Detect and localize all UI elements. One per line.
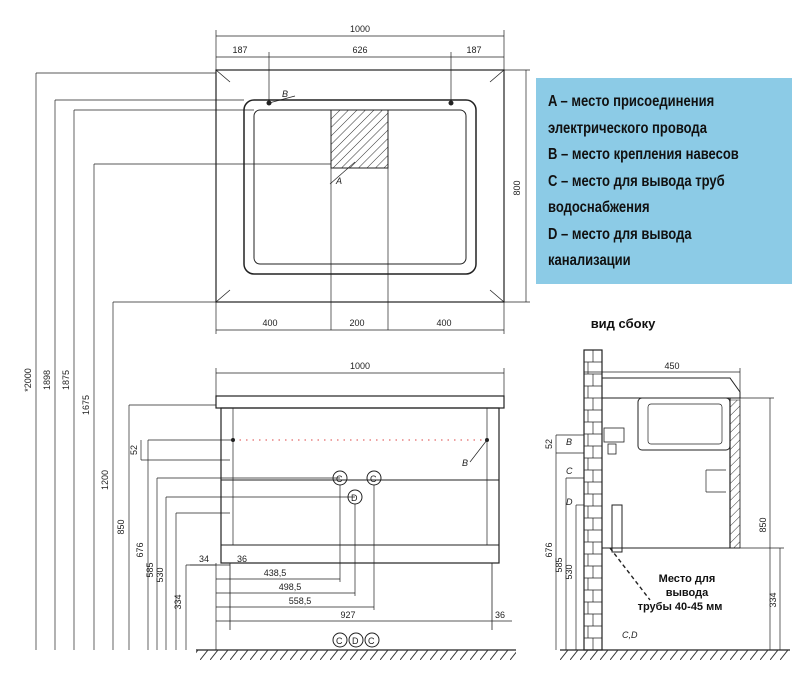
top-seg-mid: 626 <box>352 45 367 55</box>
legend-line-2: электрического провода <box>548 119 707 137</box>
label-c-left: C <box>336 474 343 484</box>
top-view <box>215 30 530 334</box>
zone-a-hatch <box>330 109 389 169</box>
dim-438: 438,5 <box>264 568 287 578</box>
bottom-seg-left: 400 <box>262 318 277 328</box>
side-label-d: D <box>566 497 573 507</box>
side-dim-850: 850 <box>758 517 768 532</box>
dim-36-left: 36 <box>237 554 247 564</box>
sink-bowl <box>637 397 731 451</box>
legend-line-4: C – место для вывода труб <box>548 172 725 190</box>
side-view-title: вид сбоку <box>591 316 656 331</box>
note-arrow <box>609 547 651 601</box>
dim-498: 498,5 <box>279 582 302 592</box>
top-view-text: 1000 187 626 187 800 400 200 400 A B <box>232 24 522 328</box>
mirror-glass <box>243 99 477 275</box>
legend-box: A – место присоединения электрического п… <box>536 78 792 284</box>
dim-1200: 1200 <box>100 470 110 490</box>
front-view <box>190 368 516 651</box>
note-line-3: трубы 40-45 мм <box>638 601 723 613</box>
dim-1875: 1875 <box>61 370 71 390</box>
top-overall-width: 1000 <box>350 24 370 34</box>
side-floor-hatch <box>560 650 790 660</box>
label-b-front: B <box>462 458 468 468</box>
floor-hatch <box>196 650 516 660</box>
bottom-seg-right: 400 <box>436 318 451 328</box>
legend-line-5: водоснабжения <box>548 199 650 216</box>
front-view-text: 1000 B C C D C D C 34 36 438,5 498,5 558… <box>199 361 505 646</box>
label-c-floor: C <box>336 636 343 646</box>
vertical-dimension-text: *2000 1898 1875 1675 1200 850 676 585 53… <box>23 368 183 609</box>
vertical-dimension-chain <box>35 72 355 650</box>
hanger <box>603 427 625 443</box>
dim-1675: 1675 <box>81 395 91 415</box>
legend-line-1: A – место присоединения <box>548 93 715 110</box>
dim-850: 850 <box>116 519 126 534</box>
countertop <box>215 395 505 409</box>
mirror-outer-frame <box>215 69 505 303</box>
label-d-floor: D <box>352 636 359 646</box>
label-b-top: B <box>282 89 288 99</box>
dim-558: 558,5 <box>289 596 312 606</box>
side-view <box>555 349 790 651</box>
note-line-2: вывода <box>666 587 709 599</box>
dim-334: 334 <box>173 594 183 609</box>
side-view-text: вид сбоку 450 52 B C D 676 585 530 850 3… <box>544 316 778 640</box>
dim-34: 34 <box>199 554 209 564</box>
dim-52-front: 52 <box>129 445 139 455</box>
legend-line-7: канализации <box>548 252 631 269</box>
side-label-b: B <box>566 437 572 447</box>
side-dim-530: 530 <box>564 564 574 579</box>
side-dim-52: 52 <box>544 439 554 449</box>
side-dim-676: 676 <box>544 542 554 557</box>
side-dim-450: 450 <box>664 361 679 371</box>
dim-530: 530 <box>155 567 165 582</box>
bottom-seg-mid: 200 <box>349 318 364 328</box>
label-d: D <box>351 493 358 503</box>
side-dim-585: 585 <box>554 557 564 572</box>
label-c-right: C <box>370 474 377 484</box>
label-a: A <box>335 176 342 186</box>
top-seg-right: 187 <box>466 45 481 55</box>
dim-676: 676 <box>135 542 145 557</box>
legend-line-3: B – место крепления навесов <box>548 146 739 163</box>
label-c2-floor: C <box>368 636 375 646</box>
dim-2000: *2000 <box>23 368 33 392</box>
dim-1898: 1898 <box>42 370 52 390</box>
dim-585: 585 <box>145 562 155 577</box>
front-overall-width: 1000 <box>350 361 370 371</box>
side-label-c: C <box>566 466 573 476</box>
legend-line-6: D – место для вывода <box>548 225 692 243</box>
note-line-1: Место для <box>659 573 716 585</box>
dim-927: 927 <box>340 610 355 620</box>
top-height: 800 <box>512 180 522 195</box>
dim-36-right: 36 <box>495 610 505 620</box>
cabinet-body <box>220 407 500 564</box>
side-dim-334: 334 <box>768 592 778 607</box>
side-label-cd: C,D <box>622 630 638 640</box>
top-seg-left: 187 <box>232 45 247 55</box>
